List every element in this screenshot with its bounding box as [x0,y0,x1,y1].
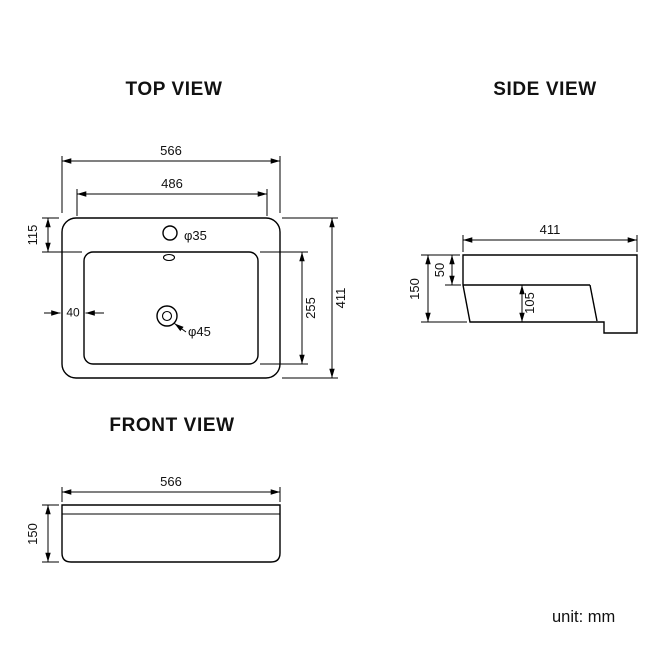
front-dim-566-label: 566 [160,474,182,489]
dim-486-label: 486 [161,176,183,191]
dim-255-label: 255 [303,297,318,319]
unit-label: unit: mm [552,608,615,626]
basin-front-profile [61,504,281,563]
drain-leader-line [174,323,187,333]
basin-side-profile [462,254,638,334]
top-view: TOP VIEW φ35 φ45 566 486 1 [25,79,348,379]
dim-150-label: 150 [407,278,422,300]
faucet-hole-diameter-label: φ35 [184,228,207,243]
side-view-title: SIDE VIEW [493,79,597,100]
dim-40-label-bg [63,305,83,320]
basin-outer-outline [61,217,281,379]
drain-hole-inner [161,310,173,322]
front-view-title: FRONT VIEW [109,415,234,436]
side-dim-411-label: 411 [540,222,561,237]
dim-566-label: 566 [160,143,182,158]
overflow-hole [162,253,176,262]
drain-hole-outer [156,305,178,327]
dim-411-label: 411 [333,288,348,309]
bowl-back-wall-line [589,284,598,322]
faucet-hole [162,225,178,241]
front-dim-150-label: 150 [25,523,40,545]
drain-hole-diameter-label: φ45 [188,324,211,339]
dim-105-label: 105 [522,292,537,314]
basin-bowl-outline [83,251,259,365]
dim-40-label: 40 [66,306,80,320]
front-view: FRONT VIEW 566 150 [25,415,281,563]
top-view-title: TOP VIEW [125,79,222,100]
side-view: SIDE VIEW 411 50 150 105 [407,79,638,334]
dim-115-label: 115 [25,225,40,246]
dim-50-label: 50 [432,263,447,277]
